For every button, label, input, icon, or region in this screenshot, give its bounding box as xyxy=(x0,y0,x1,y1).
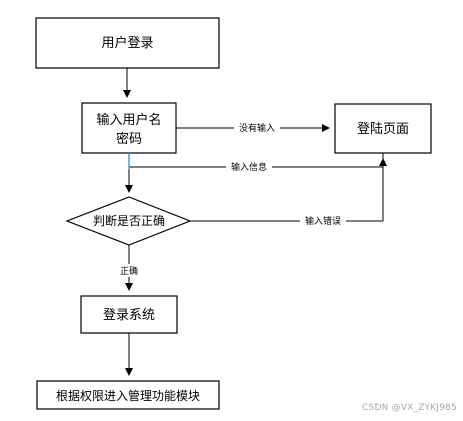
node-user-login-label: 用户登录 xyxy=(101,35,153,51)
node-login-page: 登陆页面 xyxy=(334,103,432,154)
edge-input-error: 输入错误 xyxy=(190,158,387,227)
node-input-credentials: 输入用户名 密码 xyxy=(81,102,177,154)
node-input-credentials-line2: 密码 xyxy=(116,131,142,147)
node-login-system-label: 登录系统 xyxy=(103,308,155,323)
edge-input-info-label: 输入信息 xyxy=(231,161,267,173)
node-input-credentials-line1: 输入用户名 xyxy=(96,112,161,128)
node-validate-label: 判断是否正确 xyxy=(93,213,165,228)
node-enter-module-label: 根据权限进入管理功能模块 xyxy=(56,388,200,403)
node-login-system: 登录系统 xyxy=(80,295,178,334)
edge-no-input-label: 没有输入 xyxy=(239,122,275,134)
edge-input-error-label: 输入错误 xyxy=(305,215,341,227)
edge-input-info: 输入信息 xyxy=(129,153,384,173)
node-login-page-label: 登陆页面 xyxy=(357,121,409,137)
node-validate: 判断是否正确 xyxy=(65,196,192,246)
node-enter-module: 根据权限进入管理功能模块 xyxy=(36,380,220,410)
edge-no-input: 没有输入 xyxy=(176,121,330,134)
watermark-text: CSDN @VX_ZYKJ985 xyxy=(362,403,457,413)
edge-correct: 正确 xyxy=(117,245,141,291)
edge-correct-label: 正确 xyxy=(120,265,138,277)
node-user-login: 用户登录 xyxy=(35,17,220,69)
